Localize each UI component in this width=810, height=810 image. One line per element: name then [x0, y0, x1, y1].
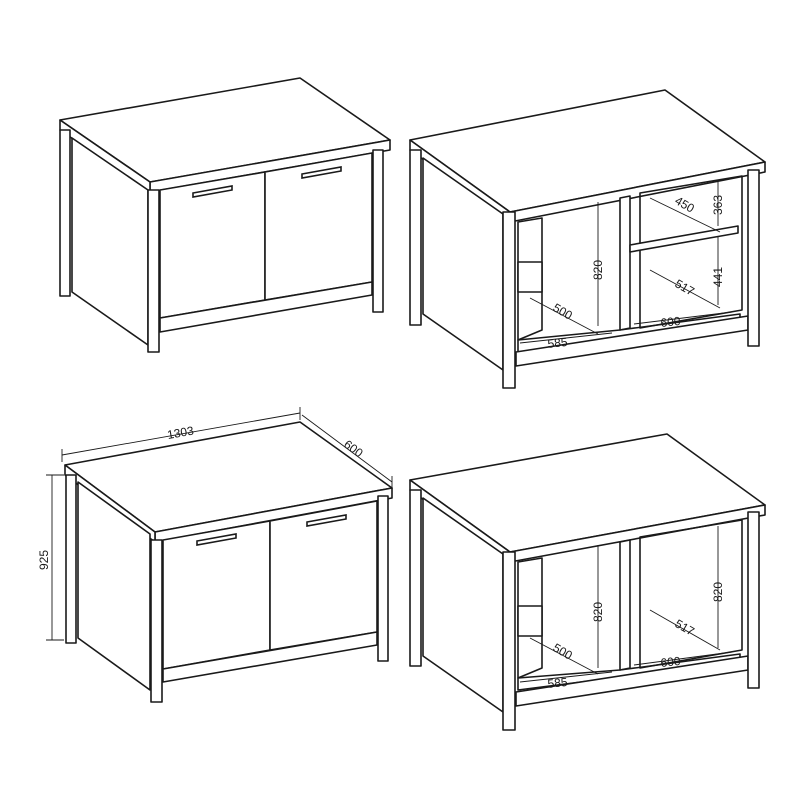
dim-line-585	[519, 671, 613, 683]
bottom-rail	[159, 281, 373, 333]
label-820-right: 820	[711, 582, 725, 602]
interior-back-left	[517, 217, 543, 341]
left-back-leg	[65, 474, 77, 644]
interior-back-right	[639, 519, 743, 669]
cabinet-closed-view	[59, 77, 391, 353]
front-right-leg	[747, 511, 760, 689]
interior-back-left	[517, 557, 543, 679]
label-600: 600	[660, 314, 682, 330]
dim-line-1303	[61, 412, 301, 456]
center-divider	[619, 195, 631, 331]
dim-line-500	[529, 297, 599, 335]
dim-line-600	[301, 414, 393, 483]
front-left-leg	[502, 211, 516, 389]
door-handle-right	[306, 514, 347, 527]
cabinet-overall-dimensions-view: 1303 600 925	[37, 407, 393, 703]
front-right-leg	[377, 495, 389, 662]
front-right-leg	[747, 169, 760, 347]
label-363: 363	[711, 195, 725, 215]
dim-line-450	[649, 197, 721, 233]
cabinet-open-no-shelf-view: 820 820 500 585 517 600	[409, 433, 766, 731]
cabinet-open-shelf-view: 820 500 585 450 363 441 517 600	[409, 89, 766, 389]
door-left	[162, 520, 271, 670]
shelf	[629, 225, 739, 253]
dim-line-517	[649, 609, 721, 651]
label-450: 450	[673, 193, 698, 215]
label-820-left: 820	[591, 602, 605, 622]
label-925: 925	[37, 550, 51, 570]
door-handle-left	[192, 185, 233, 198]
interior-divider-block	[517, 605, 543, 637]
label-820: 820	[591, 260, 605, 280]
left-back-leg	[59, 129, 71, 297]
door-handle-left	[196, 533, 237, 546]
dim-line-600	[633, 311, 733, 325]
left-back-leg	[409, 149, 422, 326]
label-441: 441	[711, 267, 725, 287]
left-back-leg	[409, 489, 422, 667]
interior-divider-block	[517, 261, 543, 293]
dim-line-500	[529, 637, 599, 675]
front-left-leg	[147, 189, 160, 353]
label-585: 585	[547, 675, 569, 691]
left-side-panel	[77, 481, 151, 691]
bottom-rail	[162, 631, 378, 683]
label-600: 600	[660, 654, 682, 670]
label-517: 517	[673, 616, 698, 638]
label-517: 517	[673, 276, 698, 298]
label-585: 585	[547, 335, 569, 351]
center-divider	[619, 539, 631, 671]
interior-back-right	[639, 175, 743, 329]
label-1303: 1303	[166, 423, 195, 441]
front-left-leg	[502, 551, 516, 731]
front-right-leg	[372, 149, 384, 313]
dim-line-600	[633, 651, 733, 666]
door-handle-right	[301, 166, 342, 179]
front-left-leg	[150, 539, 163, 703]
dim-line-517	[649, 269, 721, 309]
dim-line-585	[519, 332, 613, 344]
